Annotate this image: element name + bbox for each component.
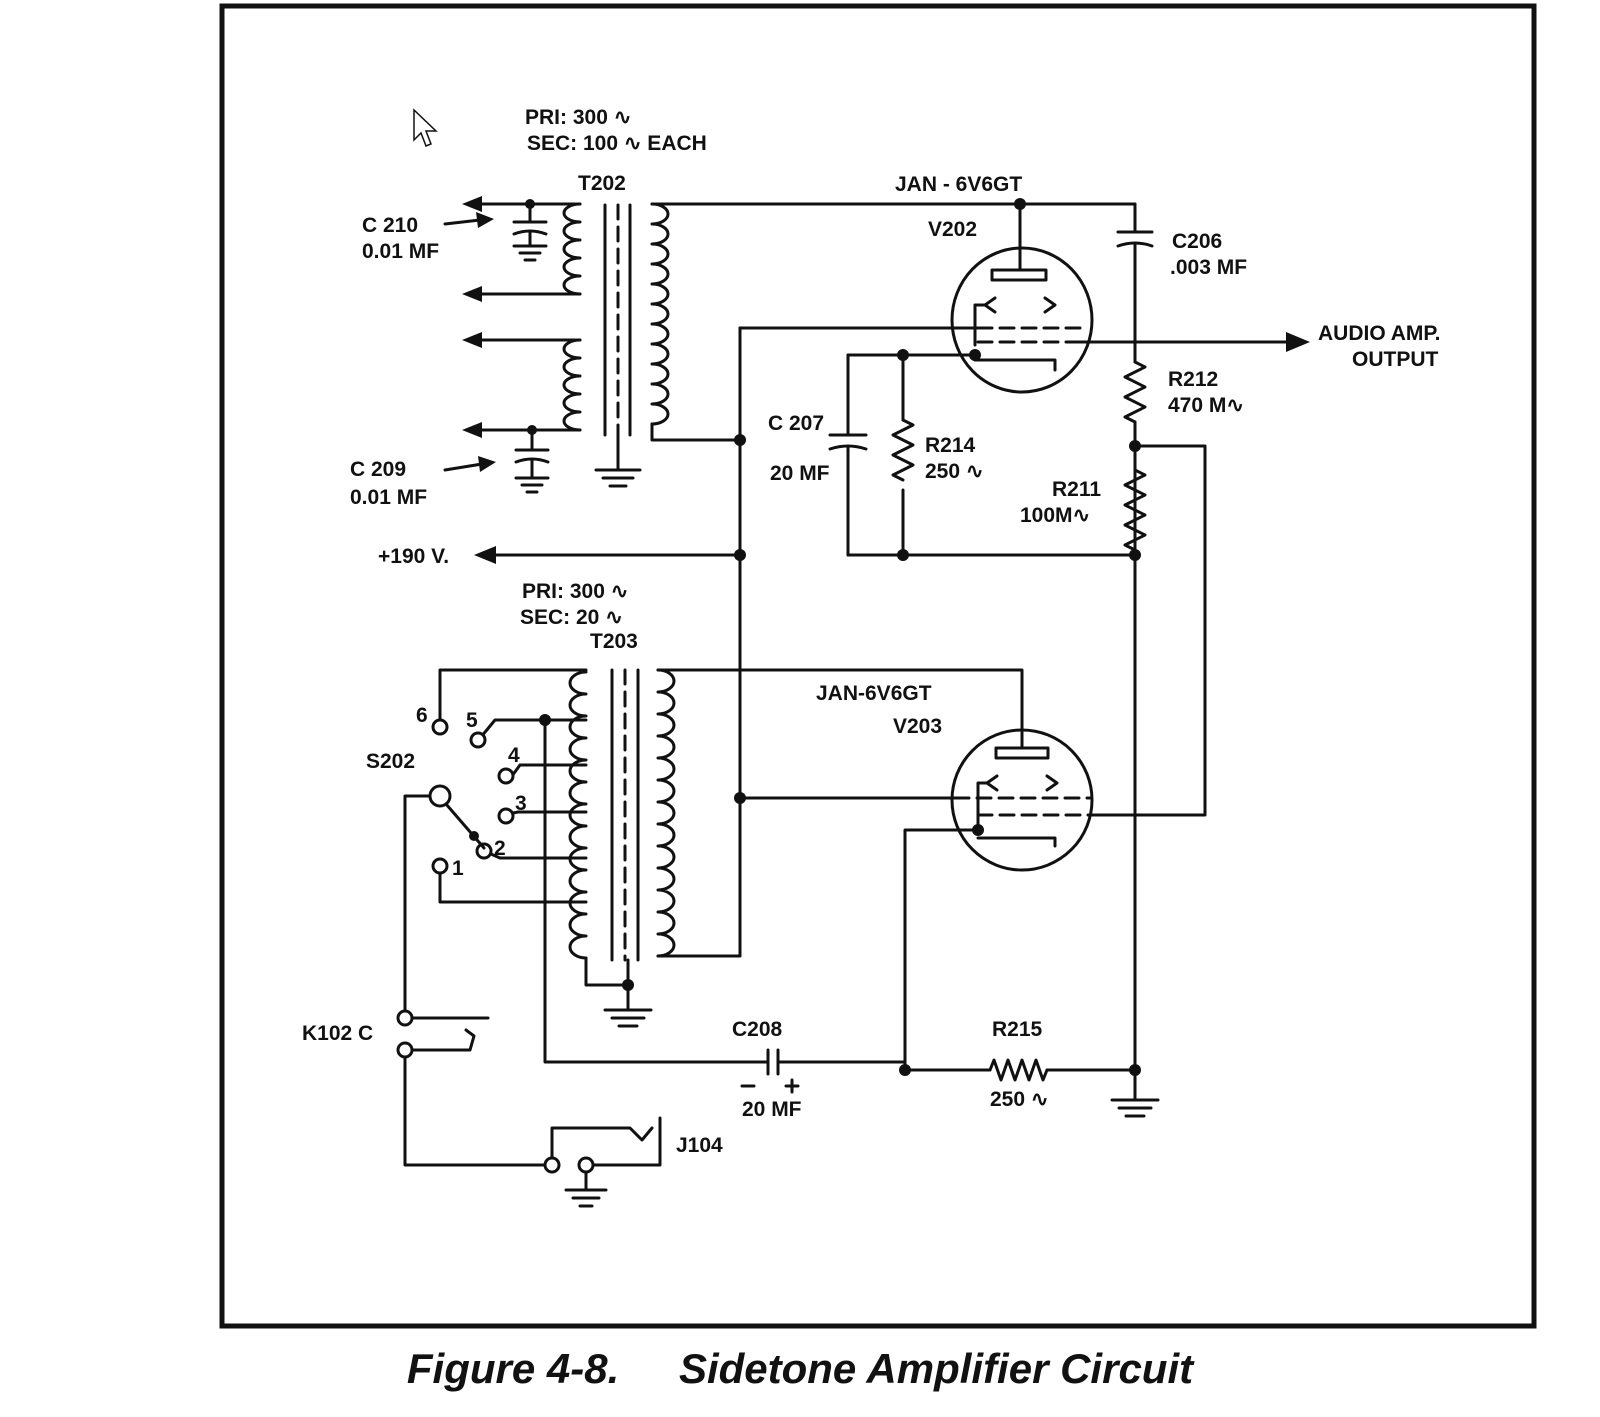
resistor-r212: [1123, 360, 1147, 424]
r212-label: R212: [1168, 368, 1218, 391]
j104-label: J104: [676, 1134, 723, 1157]
output-arrow: [1286, 332, 1310, 352]
resistor-r211: [1123, 468, 1147, 552]
lead-arrow: [462, 196, 482, 212]
lead-arrow: [462, 286, 482, 302]
tap-3-label: 3: [515, 792, 527, 815]
capacitor-c209: [514, 425, 550, 494]
v203-type-label: JAN-6V6GT: [816, 682, 932, 705]
c207-label: C 207: [768, 412, 824, 435]
c208-value: 20 MF: [742, 1098, 802, 1121]
v202-type-label: JAN - 6V6GT: [895, 173, 1022, 196]
t203-sec-label: SEC: 20 ∿: [520, 606, 623, 629]
t202-sec-label: SEC: 100 ∿ EACH: [527, 132, 707, 155]
v202-label: V202: [928, 218, 977, 241]
diagram-frame: [219, 3, 1537, 1329]
k102c-label: K102 C: [302, 1022, 373, 1045]
c210-value: 0.01 MF: [362, 240, 439, 263]
figure-number: Figure 4-8.: [406, 1345, 620, 1392]
tube-v202: [950, 202, 1094, 394]
lead-arrow: [462, 422, 482, 438]
audio-output-label-1: AUDIO AMP.: [1318, 322, 1441, 345]
c209-label: C 209: [350, 458, 406, 481]
t202-label: T202: [578, 172, 626, 195]
audio-output-label-2: OUTPUT: [1352, 348, 1439, 371]
r215-value: 250 ∿: [990, 1088, 1048, 1111]
tap-6-label: 6: [416, 704, 428, 727]
mouse-cursor-icon: [413, 108, 438, 147]
t203-label: T203: [590, 630, 638, 653]
figure-title: Sidetone Amplifier Circuit: [678, 1345, 1194, 1392]
figure-caption: Figure 4-8. Sidetone Amplifier Circuit: [0, 1345, 1600, 1393]
tap-4-label: 4: [508, 744, 520, 767]
b-plus-arrow: [474, 546, 496, 564]
capacitor-c206: [1116, 202, 1154, 364]
tap-1-label: 1: [452, 857, 464, 880]
relay-contact-k102c: [396, 1009, 550, 1167]
capacitor-c210: [512, 199, 548, 262]
c207-value: 20 MF: [770, 462, 830, 485]
t203-pri-label: PRI: 300 ∿: [522, 580, 628, 603]
transformer-t203: [568, 668, 676, 962]
tube-v203: [950, 728, 1094, 872]
v203-label: V203: [893, 715, 942, 738]
t202-pri-label: PRI: 300 ∿: [525, 106, 631, 129]
jack-j104: [543, 1116, 662, 1208]
r214-label: R214: [925, 434, 976, 457]
r215-label: R215: [992, 1018, 1043, 1041]
c209-value: 0.01 MF: [350, 486, 427, 509]
r212-value: 470 M∿: [1168, 394, 1244, 417]
switch-s202: [403, 718, 515, 1015]
c210-label: C 210: [362, 214, 418, 237]
c206-value: .003 MF: [1170, 256, 1247, 279]
tap-5-label: 5: [466, 709, 478, 732]
lead-arrow: [462, 332, 482, 348]
s202-label: S202: [366, 750, 415, 773]
tap-2-label: 2: [494, 837, 506, 860]
resistor-r215: [988, 1058, 1049, 1082]
capacitor-c208: [740, 1048, 907, 1094]
r214-value: 250 ∿: [925, 460, 983, 483]
resistor-r214: [891, 418, 915, 482]
transformer-t202: [562, 202, 670, 488]
capacitor-c207: [828, 353, 868, 557]
c208-label: C208: [732, 1018, 783, 1041]
r211-label: R211: [1052, 478, 1101, 501]
plus-190v-label: +190 V.: [378, 545, 449, 568]
c206-label: C206: [1172, 230, 1222, 253]
r211-value: 100M∿: [1020, 504, 1090, 527]
